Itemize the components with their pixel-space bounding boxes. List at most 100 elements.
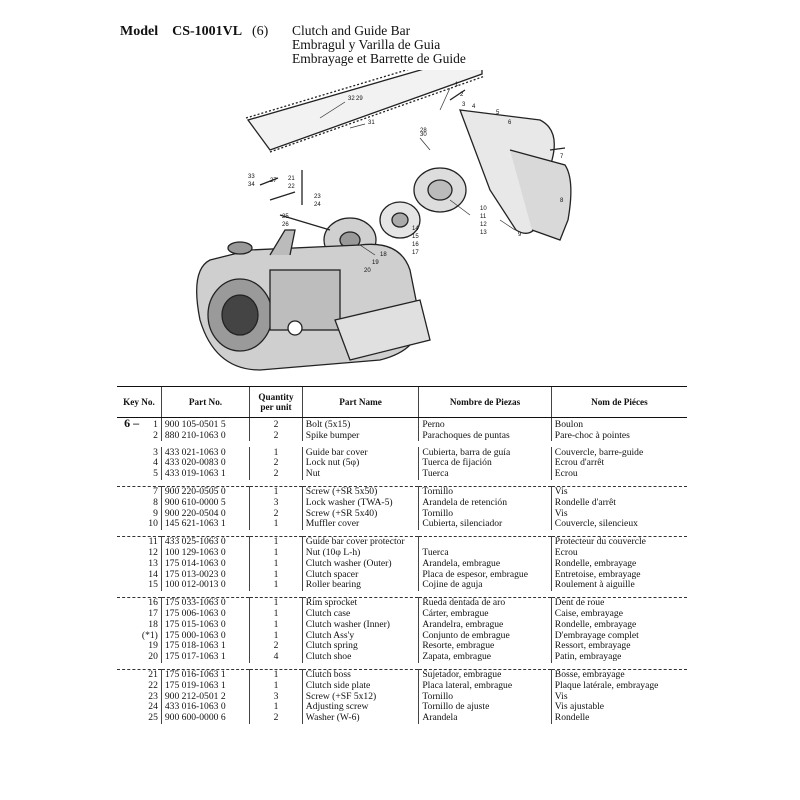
part-no: 433 016-1063 0 — [164, 701, 226, 713]
nombre-pieza-cell: Arandela, embrague — [418, 557, 552, 570]
fasteners-illustration — [259, 89, 566, 231]
part-no-cell: 145 621-1063 1 — [160, 519, 250, 530]
callout-12: 12 — [480, 222, 487, 228]
quantity: 2 — [273, 429, 279, 441]
section-titles: Clutch and Guide Bar Embragul y Varilla … — [292, 24, 466, 66]
part-no-cell: 900 220-0504 0 — [160, 508, 250, 520]
part-no-cell: 900 610-0000 5 — [160, 496, 250, 509]
header-key-no: Key No. — [117, 386, 162, 418]
key-no: 10 — [148, 518, 158, 530]
callout-24: 24 — [314, 202, 321, 208]
nombre-pieza: Arandela de retención — [422, 496, 508, 508]
callout-34: 34 — [248, 182, 255, 188]
nom-piece-cell: Vis — [550, 690, 687, 703]
nom-piece-cell: Couvercle, silencieux — [550, 519, 687, 530]
nombre-pieza-cell: Cubierta, barra de guía — [418, 447, 552, 459]
part-name-cell: Screw (+SR 5x40) — [301, 508, 419, 520]
key-no: 23 — [148, 690, 158, 702]
quantity: 1 — [273, 518, 279, 530]
nombre-pieza: Cárter, embrague — [422, 607, 489, 619]
callout-10: 10 — [480, 206, 487, 212]
nom-piece-cell: Protecteur du couvercle — [550, 535, 687, 548]
part-no: 175 019-1063 1 — [164, 679, 226, 691]
callout-18: 18 — [380, 252, 387, 258]
part-no-cell: 433 025-1063 0 — [160, 535, 250, 548]
part-no: 433 020-0083 0 — [164, 457, 226, 469]
key-no-cell: 17 — [117, 607, 161, 620]
nom-piece: Ecrou d'arrêt — [554, 457, 605, 469]
part-no: 880 210-1063 0 — [164, 429, 226, 441]
quantity: 2 — [273, 712, 279, 724]
part-name: Clutch spring — [305, 640, 358, 652]
key-no: 3 — [153, 446, 158, 458]
part-name: Screw (+SR 5x50) — [305, 485, 378, 497]
nombre-pieza-cell: Tornillo de ajuste — [418, 702, 552, 713]
key-no: 8 — [153, 496, 158, 508]
nombre-pieza: Tornillo — [422, 485, 454, 497]
quantity: 1 — [273, 629, 279, 641]
part-no: 175 015-1063 0 — [164, 618, 226, 630]
nombre-pieza-cell: Sujetador, embrague — [418, 668, 552, 681]
callout-30: 30 — [420, 132, 427, 138]
nom-piece-cell: Rondelle, embrayage — [550, 558, 687, 570]
quantity: 2 — [273, 468, 279, 480]
quantity: 3 — [273, 496, 279, 508]
header-part-name: Part Name — [301, 386, 419, 418]
nombre-pieza-cell: Tornillo — [418, 485, 552, 498]
key-no-cell: 21 — [117, 668, 162, 681]
callout-20: 20 — [364, 268, 371, 274]
quantity: 1 — [273, 446, 279, 458]
key-no: 22 — [148, 679, 158, 691]
part-name-cell: Adjusting screw — [301, 702, 419, 713]
key-no: 9 — [153, 507, 158, 519]
nom-piece-cell: Ressort, embrayage — [550, 641, 687, 652]
part-no-cell: 900 220-0505 0 — [160, 485, 250, 498]
part-name: Clutch case — [305, 607, 351, 619]
callout-32: 32 — [348, 96, 355, 102]
part-name: Washer (W-6) — [305, 712, 360, 724]
part-name: Guide bar cover protector — [305, 536, 405, 548]
part-no-cell: 175 033-1063 0 — [160, 596, 250, 609]
part-name: Clutch washer (Inner) — [305, 618, 390, 630]
key-no-cell: 14 — [117, 569, 161, 580]
quantity: 1 — [273, 536, 279, 548]
header-nom: Nom de Piéces — [550, 386, 687, 418]
part-name: Clutch Ass'y — [305, 629, 355, 641]
quantity: 1 — [273, 607, 279, 619]
nombre-pieza: Parachoques de puntas — [422, 429, 510, 441]
key-no: 17 — [148, 607, 158, 619]
nombre-pieza-cell — [418, 535, 552, 548]
key-no: (*1) — [141, 629, 158, 641]
part-no-cell: 880 210-1063 0 — [160, 429, 250, 442]
group-marker: 6 – — [124, 416, 140, 430]
part-name-cell: Lock nut (5φ) — [301, 458, 419, 469]
nom-piece: Vis — [554, 485, 568, 497]
quantity-cell: 1 — [249, 518, 303, 530]
quantity-cell: 1 — [249, 668, 303, 681]
part-no-cell: 100 012-0013 0 — [160, 579, 250, 591]
nombre-pieza: Arandela, embrague — [422, 557, 501, 569]
key-no: 14 — [148, 568, 158, 580]
part-no: 900 610-0000 5 — [164, 496, 226, 508]
part-no: 100 012-0013 0 — [164, 579, 226, 591]
nombre-pieza-cell: Rueda dentada de aro — [418, 596, 552, 609]
quantity: 1 — [273, 701, 279, 713]
nom-piece: Vis — [554, 690, 568, 702]
nombre-pieza-cell: Tornillo — [418, 691, 552, 703]
nom-piece-cell: Entretoise, embrayage — [550, 569, 687, 581]
part-no: 433 019-1063 1 — [164, 468, 226, 480]
